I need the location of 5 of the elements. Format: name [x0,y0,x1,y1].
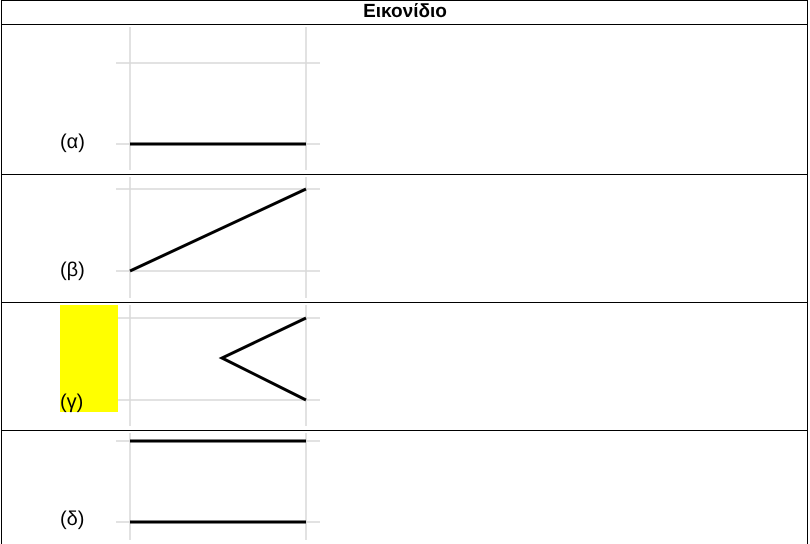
row-label: (β) [60,258,85,282]
column-header: Εικονίδιο [362,0,448,24]
row-label: (δ) [60,507,84,531]
row-label: (α) [60,130,85,154]
highlighted-label: (γ) [60,305,118,412]
